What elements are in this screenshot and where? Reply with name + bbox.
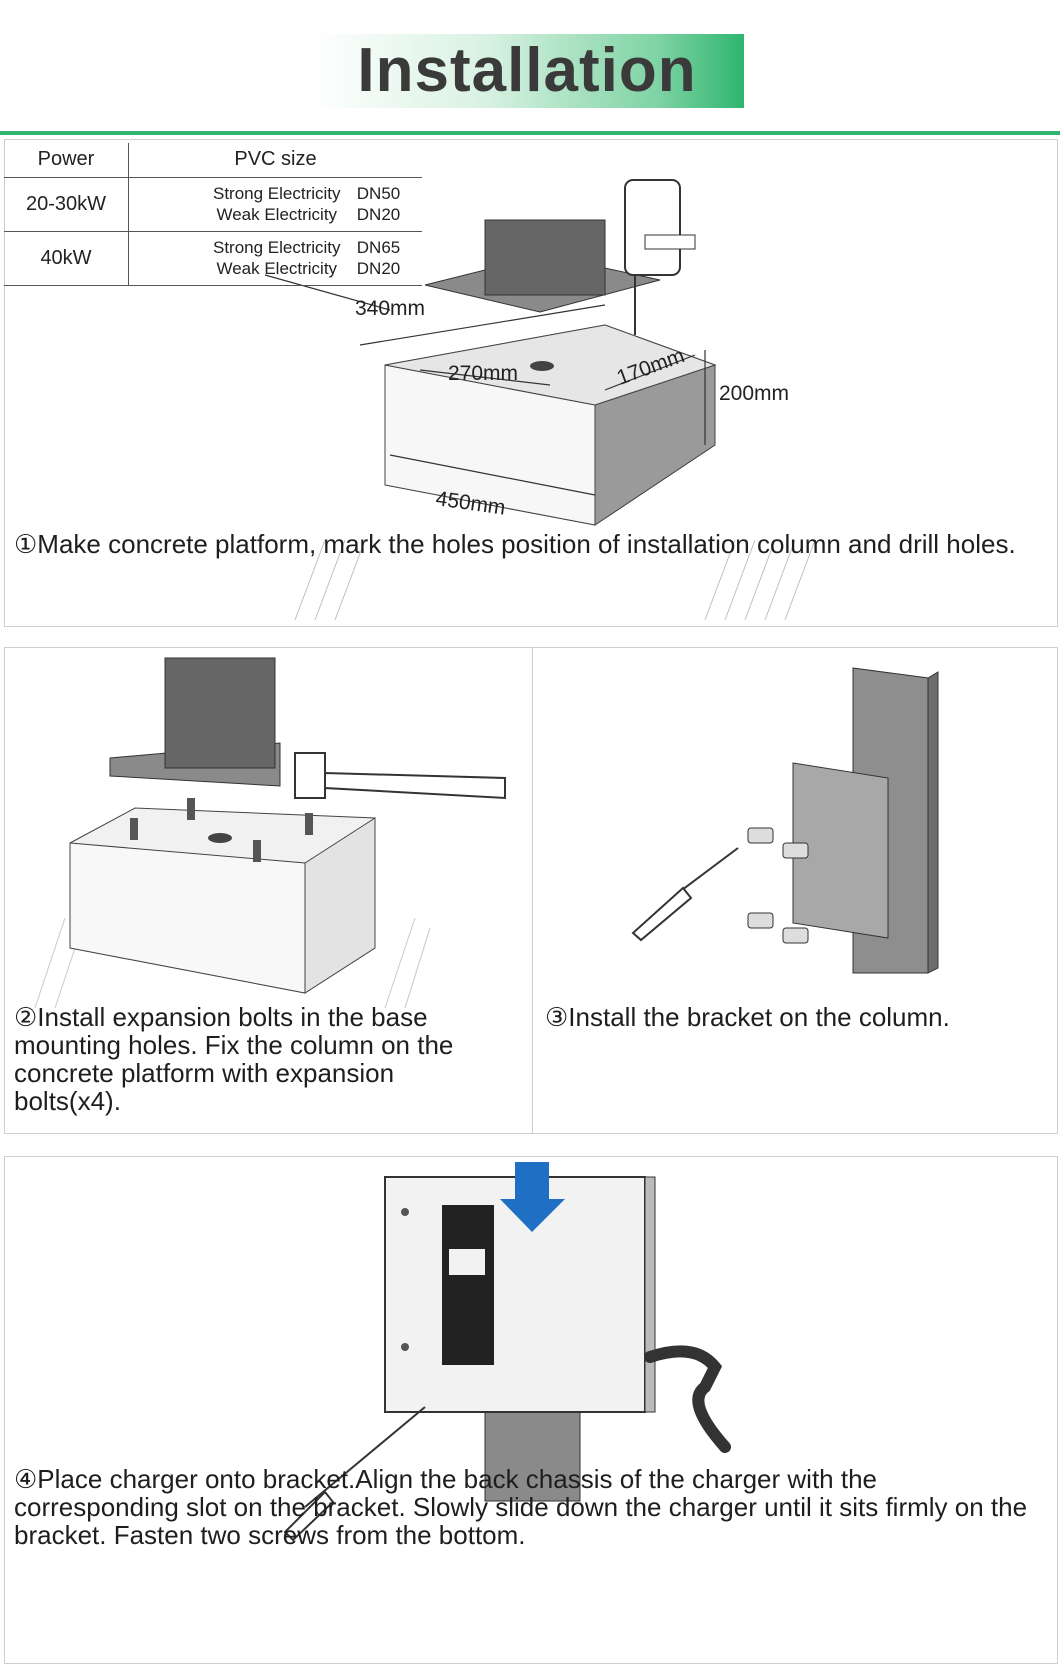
- title-divider: [0, 131, 1060, 135]
- step-2-caption: ②Install expansion bolts in the base mou…: [14, 1002, 454, 1116]
- title-banner: [310, 34, 744, 108]
- ground-hatch: [294, 539, 816, 621]
- charger-illustration: [283, 1162, 731, 1542]
- step-4-caption: ④Place charger onto bracket.Align the ba…: [14, 1464, 1028, 1550]
- row-1-power: 20-30kW: [4, 176, 129, 232]
- concrete-platform-illustration: 340mm 270mm 170mm 200mm 450mm: [264, 179, 816, 621]
- row-1-line-1-size: DN50: [356, 184, 401, 203]
- row-1-line-2-size: DN20: [356, 205, 401, 224]
- hammer-icon: [294, 752, 506, 800]
- row-2-power: 40kW: [4, 230, 129, 286]
- dim-270: 270mm: [448, 362, 518, 385]
- row-2-line-2-label: Weak Electricity: [216, 259, 338, 278]
- drill-icon: [624, 179, 696, 335]
- screwdriver-icon: [283, 1490, 335, 1542]
- step-2-panel: ②Install expansion bolts in the base mou…: [4, 647, 533, 1134]
- row-2-line-1-label: Strong Electricity: [212, 238, 341, 257]
- row-2-line-1-size: DN65: [356, 238, 401, 257]
- header-power: Power: [4, 143, 129, 178]
- header-pvc-size: PVC size: [128, 143, 422, 178]
- step-4-panel: ④Place charger onto bracket.Align the ba…: [4, 1156, 1058, 1664]
- down-arrow-icon: [500, 1162, 565, 1232]
- row-1-line-1-label: Strong Electricity: [212, 184, 341, 203]
- step-1-caption: ①Make concrete platform, mark the holes …: [14, 529, 1016, 559]
- dim-340: 340mm: [355, 297, 425, 320]
- step-3-caption: ③Install the bracket on the column.: [545, 1002, 950, 1032]
- expansion-bolts-illustration: [34, 657, 506, 1009]
- row-1-pvc: Strong Electricity DN50 Weak Electricity D…: [128, 176, 422, 232]
- screwdriver-icon: [631, 847, 739, 942]
- row-1-line-2-label: Weak Electricity: [216, 205, 338, 224]
- pvc-size-table: Power PVC size 20-30kW Strong Electricit…: [4, 143, 422, 286]
- row-2-pvc: Strong Electricity DN65 Weak Electricity D…: [128, 230, 422, 286]
- bracket-illustration: [631, 667, 939, 974]
- page-title: Installation: [357, 36, 697, 105]
- dim-200: 200mm: [719, 382, 789, 405]
- row-2-line-2-size: DN20: [356, 259, 401, 278]
- step-3-panel: ③Install the bracket on the column.: [532, 647, 1058, 1134]
